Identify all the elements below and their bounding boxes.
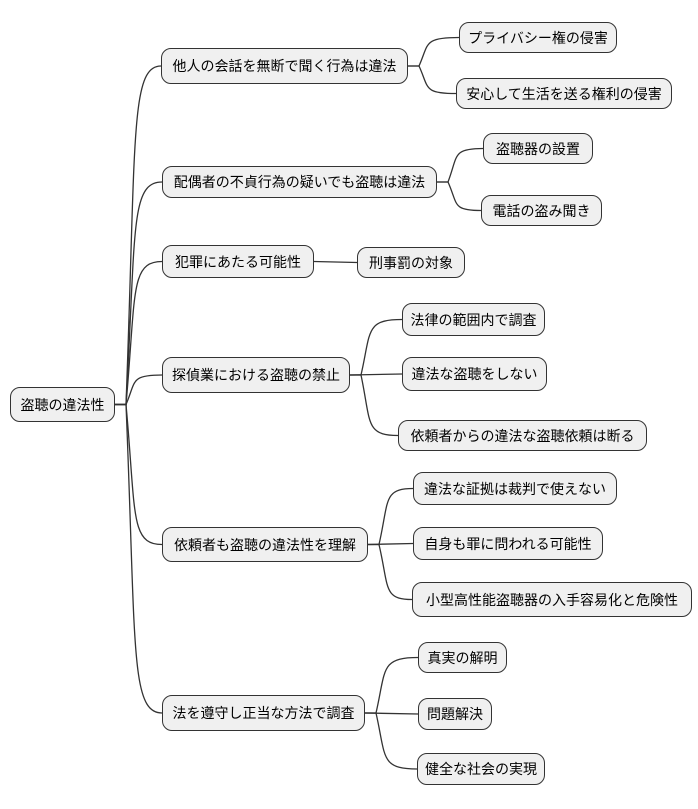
root-node: 盗聴の違法性 xyxy=(10,387,115,422)
leaf-node-5-2: 自身も罪に問われる可能性 xyxy=(413,527,603,560)
leaf-node-5-1: 違法な証拠は裁判で使えない xyxy=(413,472,617,505)
leaf-node-1-1: プライバシー権の侵害 xyxy=(459,22,617,53)
edge-branch-node-6-to-leaf-node-6-1 xyxy=(364,656,419,714)
branch-node-6: 法を遵守し正当な方法で調査 xyxy=(162,695,365,731)
edge-root-node-to-branch-node-3 xyxy=(114,260,163,406)
leaf-node-3-1: 刑事罰の対象 xyxy=(357,247,465,278)
edge-branch-node-4-to-leaf-node-4-1 xyxy=(349,318,403,376)
leaf-node-6-3: 健全な社会の実現 xyxy=(417,753,545,785)
edge-root-node-to-branch-node-4 xyxy=(114,374,163,406)
branch-node-5: 依頼者も盗聴の違法性を理解 xyxy=(162,527,368,562)
edge-root-node-to-branch-node-2 xyxy=(114,181,163,406)
edge-root-node-to-branch-node-5 xyxy=(114,403,163,546)
leaf-node-2-1: 盗聴器の設置 xyxy=(483,133,593,164)
branch-node-1: 他人の会話を無断で聞く行為は違法 xyxy=(161,48,408,84)
leaf-node-5-3: 小型高性能盗聴器の入手容易化と危険性 xyxy=(412,582,692,617)
edge-branch-node-2-to-leaf-node-2-2 xyxy=(436,181,482,212)
edge-root-node-to-branch-node-6 xyxy=(114,403,163,714)
edge-branch-node-5-to-leaf-node-5-1 xyxy=(367,487,414,546)
leaf-node-4-2: 違法な盗聴をしない xyxy=(402,357,547,391)
edge-branch-node-1-to-leaf-node-1-2 xyxy=(407,65,457,95)
edge-branch-node-4-to-leaf-node-4-3 xyxy=(349,374,399,437)
leaf-node-6-1: 真実の解明 xyxy=(418,642,507,673)
leaf-node-1-2: 安心して生活を送る権利の侵害 xyxy=(456,78,672,109)
branch-node-4: 探偵業における盗聴の禁止 xyxy=(162,357,350,393)
edge-branch-node-5-to-leaf-node-5-3 xyxy=(367,543,413,601)
leaf-node-4-1: 法律の範囲内で調査 xyxy=(402,303,545,336)
branch-node-2: 配偶者の不貞行為の疑いでも盗聴は違法 xyxy=(162,166,437,198)
edge-branch-node-6-to-leaf-node-6-3 xyxy=(364,712,418,770)
leaf-node-6-2: 問題解決 xyxy=(418,698,492,730)
edge-root-node-to-branch-node-1 xyxy=(114,65,162,406)
edge-branch-node-3-to-leaf-node-3-1 xyxy=(313,260,358,264)
leaf-node-4-3: 依頼者からの違法な盗聴依頼は断る xyxy=(398,420,647,451)
edge-branch-node-1-to-leaf-node-1-1 xyxy=(407,36,460,67)
leaf-node-2-2: 電話の盗み聞き xyxy=(481,195,602,226)
edge-branch-node-2-to-leaf-node-2-1 xyxy=(436,147,484,183)
branch-node-3: 犯罪にあたる可能性 xyxy=(162,245,314,278)
